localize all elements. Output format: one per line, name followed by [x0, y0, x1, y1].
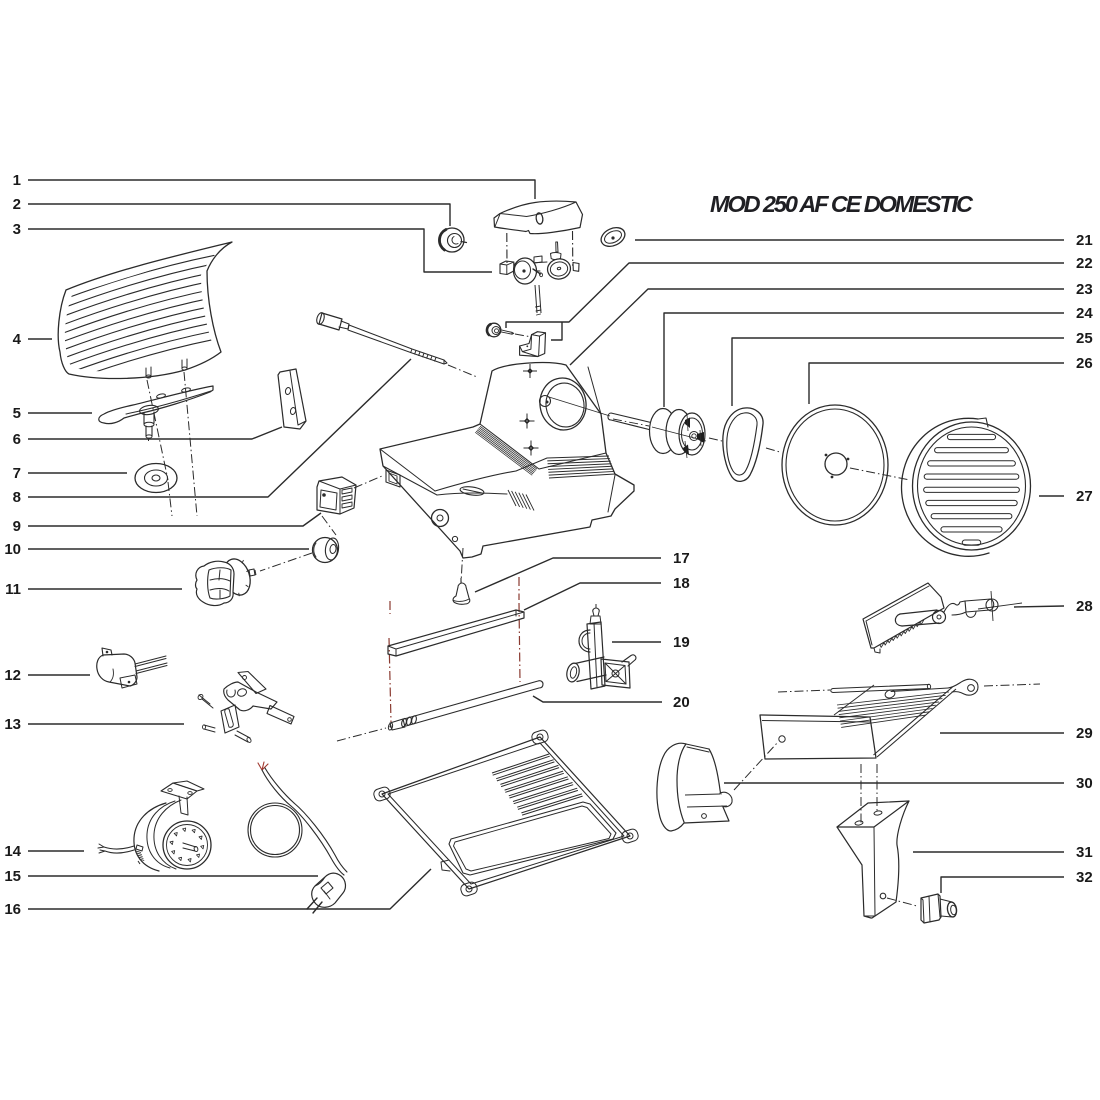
svg-text:6: 6 — [13, 431, 21, 448]
svg-text:20: 20 — [673, 694, 690, 711]
svg-text:2: 2 — [13, 196, 21, 213]
svg-text:27: 27 — [1076, 488, 1093, 505]
svg-text:7: 7 — [13, 465, 21, 482]
svg-text:3: 3 — [13, 221, 21, 238]
svg-text:5: 5 — [13, 405, 21, 422]
svg-text:1: 1 — [13, 172, 21, 189]
svg-text:26: 26 — [1076, 355, 1093, 372]
svg-text:23: 23 — [1076, 281, 1093, 298]
svg-text:21: 21 — [1076, 232, 1093, 249]
svg-text:31: 31 — [1076, 844, 1093, 861]
svg-text:14: 14 — [4, 843, 21, 860]
svg-text:13: 13 — [4, 716, 21, 733]
svg-text:22: 22 — [1076, 255, 1093, 272]
svg-text:32: 32 — [1076, 869, 1093, 886]
svg-text:18: 18 — [673, 575, 690, 592]
svg-text:15: 15 — [4, 868, 21, 885]
svg-text:8: 8 — [13, 489, 21, 506]
svg-text:25: 25 — [1076, 330, 1093, 347]
svg-text:17: 17 — [673, 550, 690, 567]
svg-text:4: 4 — [13, 331, 22, 348]
svg-text:28: 28 — [1076, 598, 1093, 615]
svg-text:16: 16 — [4, 901, 21, 918]
svg-text:19: 19 — [673, 634, 690, 651]
svg-text:MOD 250 AF CE DOMESTIC: MOD 250 AF CE DOMESTIC — [710, 191, 974, 217]
svg-text:30: 30 — [1076, 775, 1093, 792]
svg-text:11: 11 — [5, 581, 21, 598]
svg-text:12: 12 — [4, 667, 21, 684]
svg-text:10: 10 — [4, 541, 21, 558]
svg-text:24: 24 — [1076, 305, 1093, 322]
svg-text:9: 9 — [13, 518, 21, 535]
svg-text:29: 29 — [1076, 725, 1093, 742]
